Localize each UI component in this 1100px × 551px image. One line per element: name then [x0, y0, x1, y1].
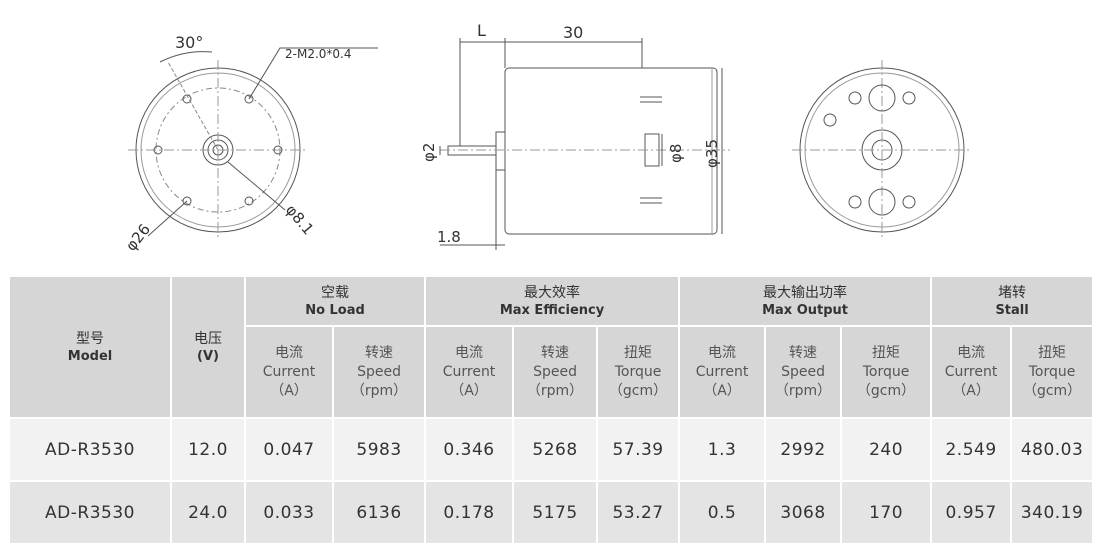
angle-label: 30° [175, 33, 203, 52]
angle-arc [159, 51, 213, 63]
header-max-efficiency: 最大效率 Max Efficiency [424, 275, 681, 327]
cell-me-speed: 5268 [512, 417, 599, 482]
rear-hole-2 [902, 91, 916, 105]
front-hole-4 [273, 145, 283, 155]
screw-leader [248, 47, 378, 100]
rear-hole-5 [823, 113, 837, 127]
cell-mo-torque: 170 [840, 480, 933, 545]
body-length-label: 30 [563, 23, 583, 42]
cell-st-current: 0.957 [930, 480, 1013, 545]
table-row: AD-R3530 24.0 0.033 6136 0.178 5175 53.2… [8, 480, 1095, 545]
motor-drawings: 30° 2-M2.0*0.4 φ26 φ8.1 L 30 φ2 φ8 φ35 1… [122, 21, 972, 255]
flange-label: 1.8 [437, 228, 461, 246]
motor-body [504, 67, 718, 235]
header-model: 型号 Model [8, 275, 172, 419]
rear-view [792, 60, 972, 240]
angle-leader-1 [167, 61, 219, 151]
front-hole-3 [153, 145, 163, 155]
cell-me-current: 0.178 [424, 480, 515, 545]
cell-me-torque: 57.39 [596, 417, 681, 482]
pcd-label: φ26 [122, 221, 154, 255]
pcd-leader [147, 200, 188, 237]
front-view [128, 47, 378, 240]
cell-mo-torque: 240 [840, 417, 933, 482]
header-no-load: 空载 No Load [243, 275, 427, 327]
cell-mo-current: 1.3 [678, 417, 767, 482]
rear-terminal-top [868, 84, 896, 112]
table-row: AD-R3530 12.0 0.047 5983 0.346 5268 57.3… [8, 417, 1095, 482]
header-max-output: 最大输出功率 Max Output [678, 275, 933, 327]
cell-st-current: 2.549 [930, 417, 1013, 482]
rear-hole-3 [848, 195, 862, 209]
cell-st-torque: 480.03 [1010, 417, 1095, 482]
side-view [439, 38, 730, 250]
cell-voltage: 24.0 [170, 480, 246, 545]
cell-me-current: 0.346 [424, 417, 515, 482]
cell-nl-speed: 6136 [331, 480, 427, 545]
boss-label: φ8.1 [282, 201, 317, 238]
rear-hole-4 [902, 195, 916, 209]
cell-nl-current: 0.033 [244, 480, 334, 545]
header-stall: 堵转 Stall [930, 275, 1095, 327]
bearing-label: φ8 [667, 144, 685, 163]
cell-mo-speed: 2992 [764, 417, 843, 482]
front-hole-6 [244, 196, 254, 206]
cell-me-torque: 53.27 [596, 480, 681, 545]
cell-mo-current: 0.5 [678, 480, 767, 545]
cell-model: AD-R3530 [8, 480, 172, 545]
cell-mo-speed: 3068 [764, 480, 843, 545]
front-hole-5 [182, 196, 192, 206]
cell-me-speed: 5175 [512, 480, 599, 545]
cell-st-torque: 340.19 [1010, 480, 1095, 545]
body-dia-label: φ35 [703, 139, 721, 168]
cell-nl-current: 0.047 [244, 417, 334, 482]
rear-terminal-bottom [868, 188, 896, 216]
cell-nl-speed: 5983 [331, 417, 427, 482]
boss-leader [227, 161, 286, 211]
shaft-dia-label: φ2 [420, 143, 438, 162]
front-hole-2 [244, 94, 254, 104]
front-flange [495, 131, 506, 171]
shaft-ext-label: L [477, 21, 486, 40]
header-voltage: 电压 (V) [170, 275, 246, 419]
rear-hole-1 [848, 91, 862, 105]
screw-label: 2-M2.0*0.4 [285, 47, 352, 61]
cell-voltage: 12.0 [170, 417, 246, 482]
spec-table: 型号 Model 电压 (V) 空载 No Load 最大效率 Max Effi… [8, 275, 1095, 545]
cell-model: AD-R3530 [8, 417, 172, 482]
